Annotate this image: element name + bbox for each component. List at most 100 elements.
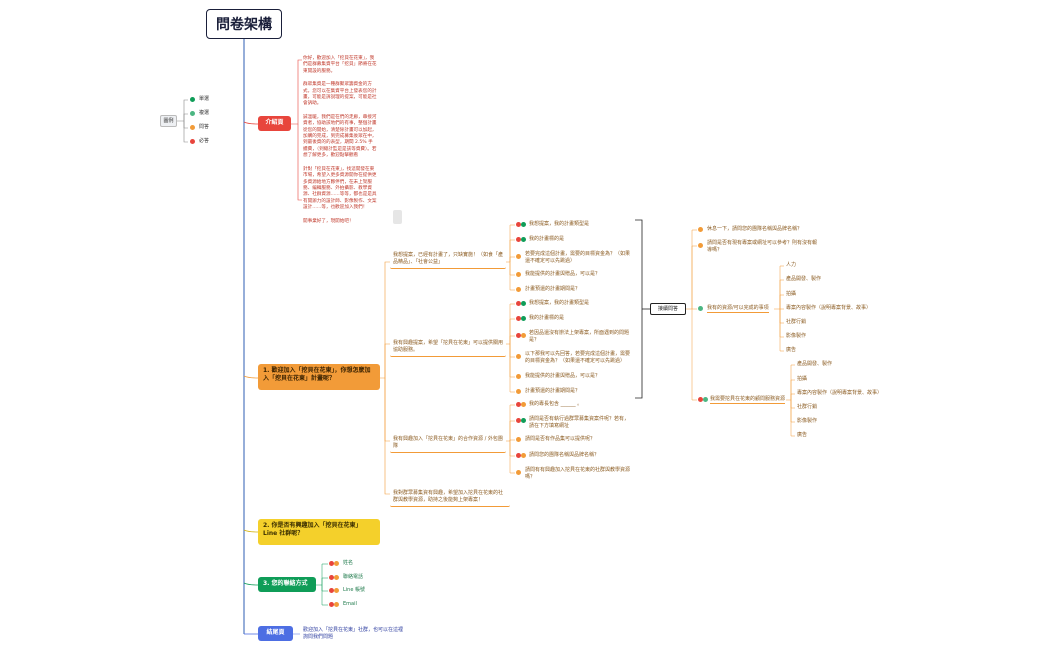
required-icon [516,333,521,338]
resource-item: 產品開發、製作 [797,361,833,367]
contact-item: 聯絡電話 [343,574,364,580]
open-answer-icon [516,374,521,379]
multi-choice-icon [698,306,703,311]
section1-node[interactable]: 1. 歡迎加入「挖貝在花東」，你想怎麼加入「挖貝在花東」計畫呢？ [258,364,380,390]
intro-paragraph-2: 群眾集資是一種群聚眾籌資金的方式，您可以在集資平台上發表您的計畫，可能是訴說理的… [303,82,377,107]
legend-node[interactable]: 圖例 [160,115,177,127]
question-item: 我的專長包含 ______ 。 [529,401,583,407]
required-icon [516,418,521,423]
question-item: 若因品還沒有辦法上架專案，所面遇到的問題是？ [529,330,630,343]
resource-item: 拍攝 [797,376,808,382]
question-item: 我的計畫標的是 [529,315,565,321]
open-answer-icon [516,437,521,442]
resource-item: 影像製作 [797,418,818,424]
resource-item: 產品開發、製作 [786,276,822,282]
single-choice-icon [521,418,526,423]
required-icon [516,316,521,321]
question-item: 我想提案，我的計畫類型是 [529,300,590,306]
open-answer-icon [521,402,526,407]
question-item: 以下那我可以先回答，若要完成這個計畫，需要的目標資金為？（如果還不確定可以先跳過… [525,351,631,364]
open-answer-icon [190,125,195,130]
open-answer-icon [516,287,521,292]
interview-item: 請問是否有現有專案或網址可以參考？則有沒有報導嗎？ [707,240,818,253]
single-choice-icon [190,97,195,102]
required-icon [329,588,334,593]
intro-paragraph-5: 開事業好了，現開始吧！ [303,218,354,224]
interview-item: 休息一下，請問您的團隊名稱與品牌名稱？ [707,226,803,232]
option-propose[interactable]: 我想提案，已經有計畫了，只缺實施！（如食「產品精品」、「社會公益」 [390,250,506,269]
resource-item: 拍攝 [786,291,797,297]
multi-choice-icon [703,397,708,402]
ending-text: 歡迎加入「挖貝在花東」社群，也可以在這裡詢問我們問題 [303,627,404,640]
interview-node[interactable]: 接續問答 [650,303,686,315]
single-choice-icon [521,301,526,306]
single-choice-icon [521,222,526,227]
open-answer-icon [698,227,703,232]
open-answer-icon [516,272,521,277]
section2-node[interactable]: 2. 你是否有興趣加入「挖貝在花東」Line 社群呢？ [258,519,380,545]
question-item: 若要完成這個計畫，需要的目標資金為？（如果還不確定可以先跳過） [525,251,631,264]
resource-item: 社群行銷 [797,404,818,410]
question-item: 我能提供的計畫與贈品，可以是？ [525,271,601,277]
question-item: 我想提案，我的計畫類型是 [529,221,590,227]
question-item: 我的計畫標的是 [529,236,565,242]
legend-item-required: 必答 [199,138,210,144]
open-answer-icon [334,575,339,580]
collapse-handle[interactable] [393,210,402,224]
interview-item-have: 我有的資源/可以完成的事項 [707,305,769,313]
intro-paragraph-4: 針對「挖貝在花東」，找這開發在東市場，希望入更多資源開你在提供更多資源給地方夥伴… [303,166,377,211]
resource-item: 社群行銷 [786,319,807,325]
required-icon [329,575,334,580]
question-item: 請問是否有執行過群眾募集資案件呢？若有，請在下方填寫網址 [529,416,630,429]
intro-paragraph-1: 你好，歡迎加入「挖貝在花東」，我們是群募集資平台「挖貝」節將在花東開設的服務。 [303,56,377,74]
required-icon [698,397,703,402]
required-icon [516,453,521,458]
contact-item: 姓名 [343,560,354,566]
required-icon [329,561,334,566]
option-community[interactable]: 我對群眾募集資有興趣，希望加入挖貝在花東的社群與教學資源，助持之後能夠上架專案！ [390,488,510,507]
single-choice-icon [521,316,526,321]
option-need-help[interactable]: 我有興趣提案，希望「挖貝在花東」可以提供關用協助服務。 [390,338,506,357]
root-node[interactable]: 問卷架構 [206,9,282,39]
open-answer-icon [516,470,521,475]
open-answer-icon [516,389,521,394]
interview-item-need: 我需要挖貝在花東的顧問服務資源 [710,396,786,404]
resource-item: 廣告 [797,432,808,438]
resource-item: 人力 [786,262,797,268]
open-answer-icon [334,602,339,607]
question-item: 計畫預還的計畫期間是？ [525,388,581,394]
required-icon [516,402,521,407]
contact-item: Email [343,601,357,607]
section3-node[interactable]: 3. 您的聯絡方式 [258,577,316,592]
question-item: 請問是否有作品集可以提供呢？ [525,436,596,442]
open-answer-icon [334,588,339,593]
open-answer-icon [516,354,521,359]
resource-item: 專案內容製作（說明專案背景、故事） [786,305,872,311]
ending-node[interactable]: 結尾頁 [258,626,293,641]
open-answer-icon [521,453,526,458]
open-answer-icon [521,333,526,338]
open-answer-icon [516,254,521,259]
intro-text: 你好，歡迎加入「挖貝在花東」，我們是群募集資平台「挖貝」節將在花東開設的服務。 … [303,56,377,232]
resource-item: 影像製作 [786,333,807,339]
legend-item-single: 單選 [199,96,210,102]
intro-node[interactable]: 介紹頁 [258,116,291,131]
question-item: 計畫預還的計畫期間是？ [525,286,581,292]
resource-item: 專案內容製作（說明專案背景、故事） [797,390,883,396]
required-icon [190,139,195,144]
question-item: 請問您的團隊名稱與品牌名稱？ [529,452,600,458]
open-answer-icon [698,243,703,248]
multi-choice-icon [190,111,195,116]
required-icon [516,301,521,306]
required-icon [329,602,334,607]
required-icon [516,237,521,242]
single-choice-icon [521,237,526,242]
required-icon [516,222,521,227]
intro-paragraph-3: 誠溫暖，我們是在們的走廊，串接河資者，協助該地們的有事，整個計畫從您的開始，清楚… [303,114,377,159]
contact-item: Line 帳號 [343,587,366,593]
option-partner[interactable]: 我有興趣加入「挖貝在花東」的合作資源 / 外包團隊 [390,434,506,453]
question-item: 請問有有興趣加入挖貝在花東的社群與教學資源嗎？ [525,467,631,480]
open-answer-icon [334,561,339,566]
